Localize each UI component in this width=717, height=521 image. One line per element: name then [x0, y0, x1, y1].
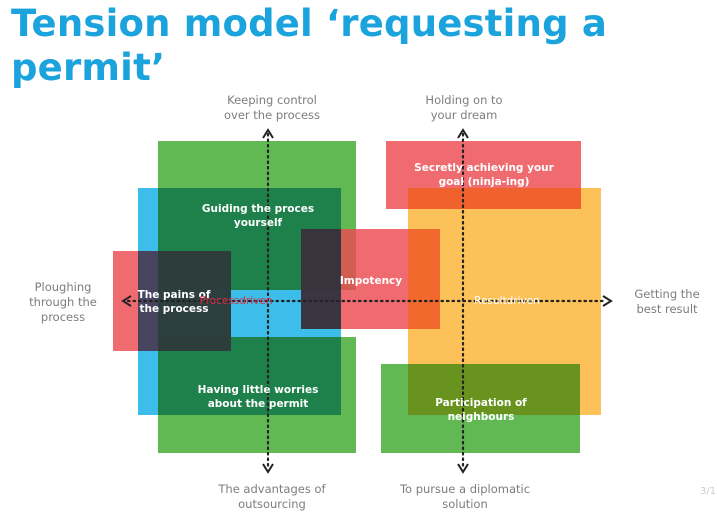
axis-label-top-right: Holding on to your dream — [425, 93, 503, 122]
page-number: 3/1 — [700, 486, 717, 497]
label-secretly: Secretly achieving your goal (ninja-ing) — [414, 162, 554, 188]
axis-label-bottom-left: The advantages of outsourcing — [218, 482, 326, 511]
label-little-worries: Having little worries about the permit — [197, 384, 319, 410]
label-impotency: Impotency — [339, 275, 403, 287]
label-participation: Participation of neighbours — [435, 397, 527, 423]
olive-overlap — [408, 364, 580, 415]
axis-label-right: Getting the best result — [634, 287, 700, 316]
axis-label-bottom-right: To pursue a diplomatic solution — [399, 482, 531, 511]
axis-label-top-left: Keeping control over the process — [223, 93, 321, 122]
label-resultdriven: Resultdriven — [474, 295, 540, 307]
orange-overlap-middle — [408, 229, 440, 329]
label-pains: The pains of the process — [137, 289, 211, 315]
page-title: Tension model ‘requesting a permit’ — [11, 2, 608, 89]
axis-label-left: Ploughing through the process — [29, 280, 97, 324]
label-processdriven: Processdriven — [199, 295, 273, 307]
orange-overlap-top-right — [408, 188, 581, 209]
label-guiding: Guiding the proces yourself — [201, 203, 315, 229]
dark-overlap-middle — [301, 229, 341, 329]
